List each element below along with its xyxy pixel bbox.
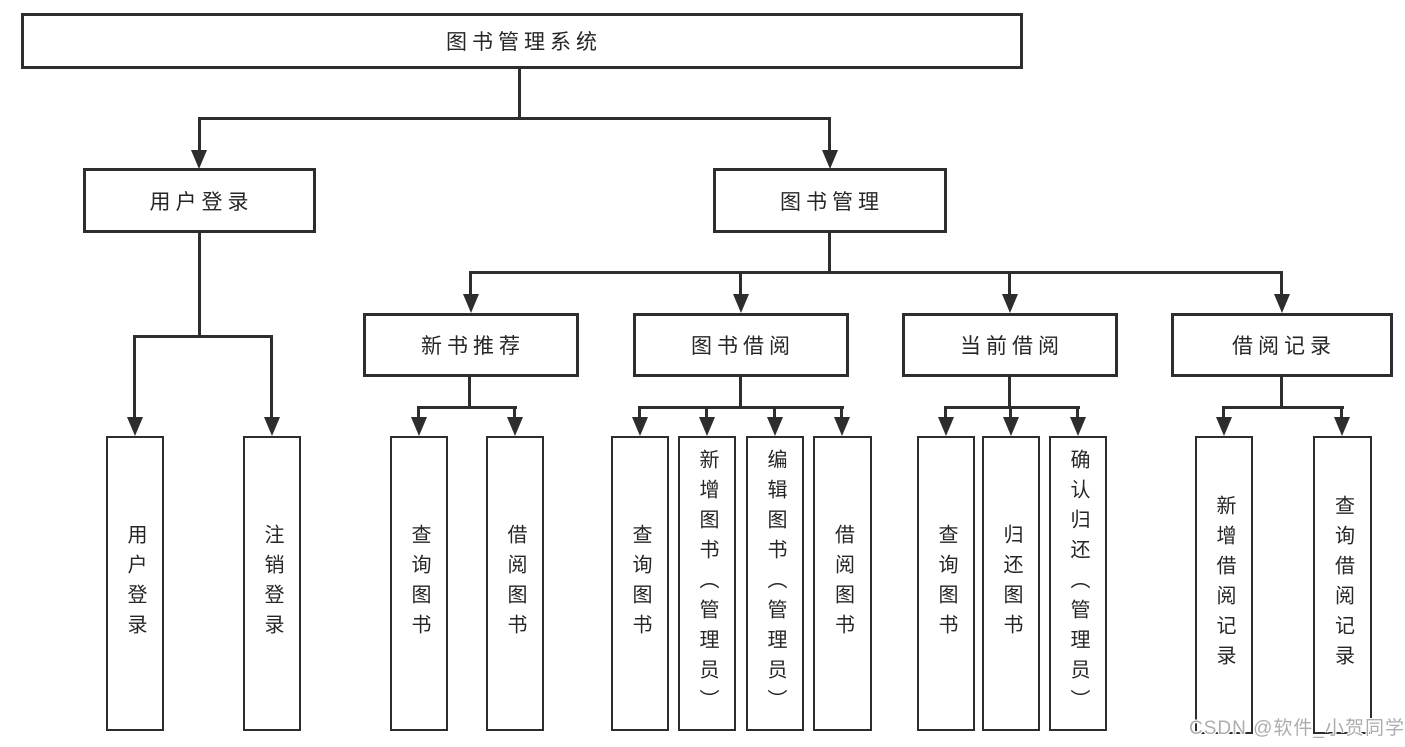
connector-line [1008, 271, 1011, 295]
connector-line [1280, 377, 1283, 406]
connector-line [133, 335, 273, 338]
node-confirm-return-admin: 确认归还（管理员） [1049, 436, 1107, 731]
node-label: 新增借阅记录 [1213, 495, 1235, 675]
node-query-books-recommend: 查询图书 [390, 436, 448, 731]
node-label: 当前借阅 [960, 335, 1064, 358]
arrow-down-icon [699, 417, 715, 436]
connector-line [1280, 271, 1283, 295]
connector-line [198, 117, 201, 150]
node-user-login-action: 用户登录 [106, 436, 164, 731]
node-label: 图书借阅 [691, 335, 795, 358]
node-label: 查询借阅记录 [1331, 495, 1354, 675]
node-label: 图书管理系统 [446, 31, 602, 54]
connector-line [518, 69, 521, 117]
arrow-down-icon [127, 417, 143, 436]
connector-line [1076, 406, 1079, 418]
arrow-down-icon [1002, 294, 1018, 313]
connector-line [198, 233, 201, 335]
arrow-down-icon [264, 417, 280, 436]
arrow-down-icon [1070, 417, 1086, 436]
arrow-down-icon [632, 417, 648, 436]
connector-line [638, 406, 844, 409]
node-label: 新书推荐 [421, 335, 525, 358]
connector-line [739, 271, 742, 295]
node-label: 借阅图书 [504, 523, 526, 644]
connector-line [638, 406, 641, 418]
arrow-down-icon [191, 150, 207, 169]
node-logout: 注销登录 [243, 436, 301, 731]
connector-line [417, 406, 420, 418]
connector-line [739, 377, 742, 406]
node-label: 新增图书（管理员） [696, 448, 718, 719]
node-label: 查询图书 [629, 523, 651, 644]
arrow-down-icon [1274, 294, 1290, 313]
arrow-down-icon [411, 417, 427, 436]
csdn-watermark: CSDN @软件_小贺同学 [1189, 718, 1405, 739]
connector-line [417, 406, 517, 409]
arrow-down-icon [938, 417, 954, 436]
node-query-books-current: 查询图书 [917, 436, 975, 731]
node-label: 归还图书 [1000, 523, 1022, 644]
connector-line [469, 271, 472, 295]
connector-line [1222, 406, 1225, 418]
connector-line [270, 335, 273, 417]
node-label: 借阅记录 [1232, 335, 1336, 358]
node-query-borrow-record: 查询借阅记录 [1313, 436, 1372, 734]
arrow-down-icon [463, 294, 479, 313]
connector-line [944, 406, 947, 418]
connector-line [133, 335, 136, 417]
node-label: 用户登录 [124, 523, 146, 644]
connector-line [773, 406, 776, 418]
connector-line [1340, 406, 1343, 418]
node-label: 图书管理 [780, 190, 884, 214]
node-book-management: 图书管理 [713, 168, 947, 233]
node-user-login: 用户登录 [83, 168, 316, 233]
connector-line [469, 271, 1283, 274]
node-new-book-recommend: 新书推荐 [363, 313, 579, 377]
connector-line [705, 406, 708, 418]
node-library-management-system: 图书管理系统 [21, 13, 1023, 69]
connector-line [828, 233, 831, 271]
node-label: 查询图书 [408, 523, 430, 644]
node-query-books-borrow: 查询图书 [611, 436, 669, 731]
node-borrow-books-recommend: 借阅图书 [486, 436, 544, 731]
node-return-books: 归还图书 [982, 436, 1040, 731]
arrow-down-icon [1334, 417, 1350, 436]
node-add-books-admin: 新增图书（管理员） [678, 436, 736, 731]
node-label: 注销登录 [261, 523, 283, 644]
node-label: 借阅图书 [831, 523, 854, 644]
node-label: 编辑图书（管理员） [764, 448, 786, 719]
node-borrow-books: 借阅图书 [813, 436, 872, 731]
node-edit-books-admin: 编辑图书（管理员） [746, 436, 804, 731]
node-label: 查询图书 [935, 523, 957, 644]
arrow-down-icon [834, 417, 850, 436]
node-add-borrow-record: 新增借阅记录 [1195, 436, 1253, 734]
node-book-borrow: 图书借阅 [633, 313, 849, 377]
connector-line [1009, 406, 1012, 418]
connector-line [828, 117, 831, 150]
node-borrow-records: 借阅记录 [1171, 313, 1393, 377]
connector-line [944, 406, 1080, 409]
connector-line [468, 377, 471, 406]
node-label: 用户登录 [149, 190, 254, 214]
arrow-down-icon [767, 417, 783, 436]
node-label: 确认归还（管理员） [1067, 448, 1089, 719]
node-current-borrow: 当前借阅 [902, 313, 1118, 377]
arrow-down-icon [1216, 417, 1232, 436]
connector-line [1222, 406, 1344, 409]
arrow-down-icon [507, 417, 523, 436]
arrow-down-icon [822, 150, 838, 169]
connector-line [840, 406, 843, 418]
connector-line [513, 406, 516, 418]
arrow-down-icon [1003, 417, 1019, 436]
connector-line [1008, 377, 1011, 406]
connector-line [198, 117, 831, 120]
arrow-down-icon [733, 294, 749, 313]
